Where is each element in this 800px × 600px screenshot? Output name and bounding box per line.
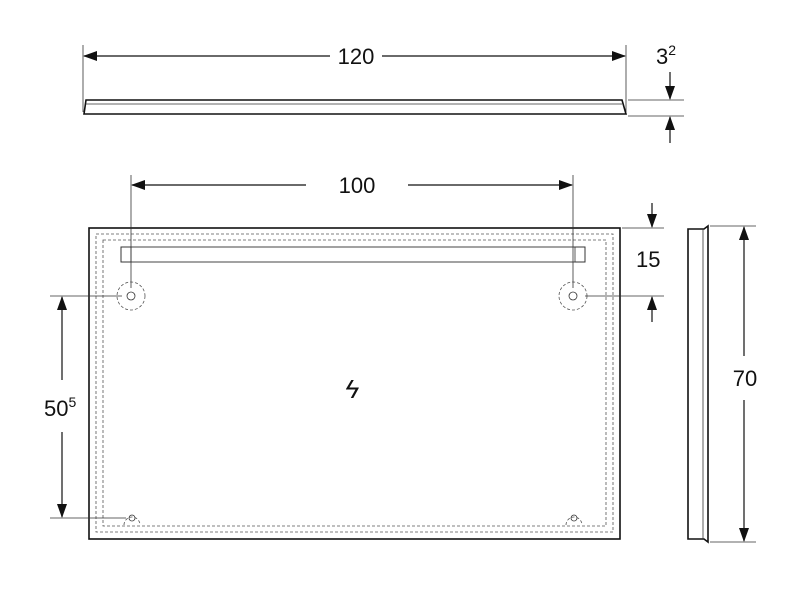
top-view: 120 32 bbox=[82, 42, 684, 143]
light-frame-outer bbox=[95, 233, 614, 533]
thickness-sup: 2 bbox=[668, 42, 676, 58]
mounting-hole-center bbox=[568, 291, 578, 301]
dimension-label-thickness: 32 bbox=[656, 42, 676, 69]
thickness-main: 3 bbox=[656, 44, 668, 69]
lightning-bolt-icon: ϟ bbox=[345, 374, 359, 404]
front-view: ϟ 100 15 505 bbox=[44, 173, 664, 540]
mounting-hole-center bbox=[126, 291, 136, 301]
light-strip-end-right bbox=[574, 246, 586, 263]
mounting-hole-bottom-right bbox=[565, 514, 583, 526]
panel-top-profile bbox=[83, 99, 628, 115]
mounting-hole-bottom-left bbox=[123, 514, 141, 526]
mounting-hole-icon bbox=[565, 516, 583, 526]
vertical-spacing-sup: 5 bbox=[68, 394, 76, 410]
mounting-hole-center bbox=[570, 514, 578, 522]
vertical-spacing-main: 50 bbox=[44, 396, 68, 421]
mounting-hole-center bbox=[128, 514, 136, 522]
dimension-label-505: 505 bbox=[44, 394, 76, 421]
light-frame-inner bbox=[102, 239, 607, 527]
dimension-label-100: 100 bbox=[339, 173, 376, 198]
mounting-hole-icon bbox=[123, 516, 141, 526]
light-strip bbox=[120, 246, 586, 263]
dimension-label-70: 70 bbox=[733, 366, 757, 391]
mirror-panel bbox=[88, 227, 621, 540]
dimension-label-120: 120 bbox=[338, 44, 375, 69]
side-view: 70 bbox=[687, 224, 757, 544]
panel-side-profile bbox=[687, 224, 709, 544]
dimension-label-15: 15 bbox=[636, 247, 660, 272]
